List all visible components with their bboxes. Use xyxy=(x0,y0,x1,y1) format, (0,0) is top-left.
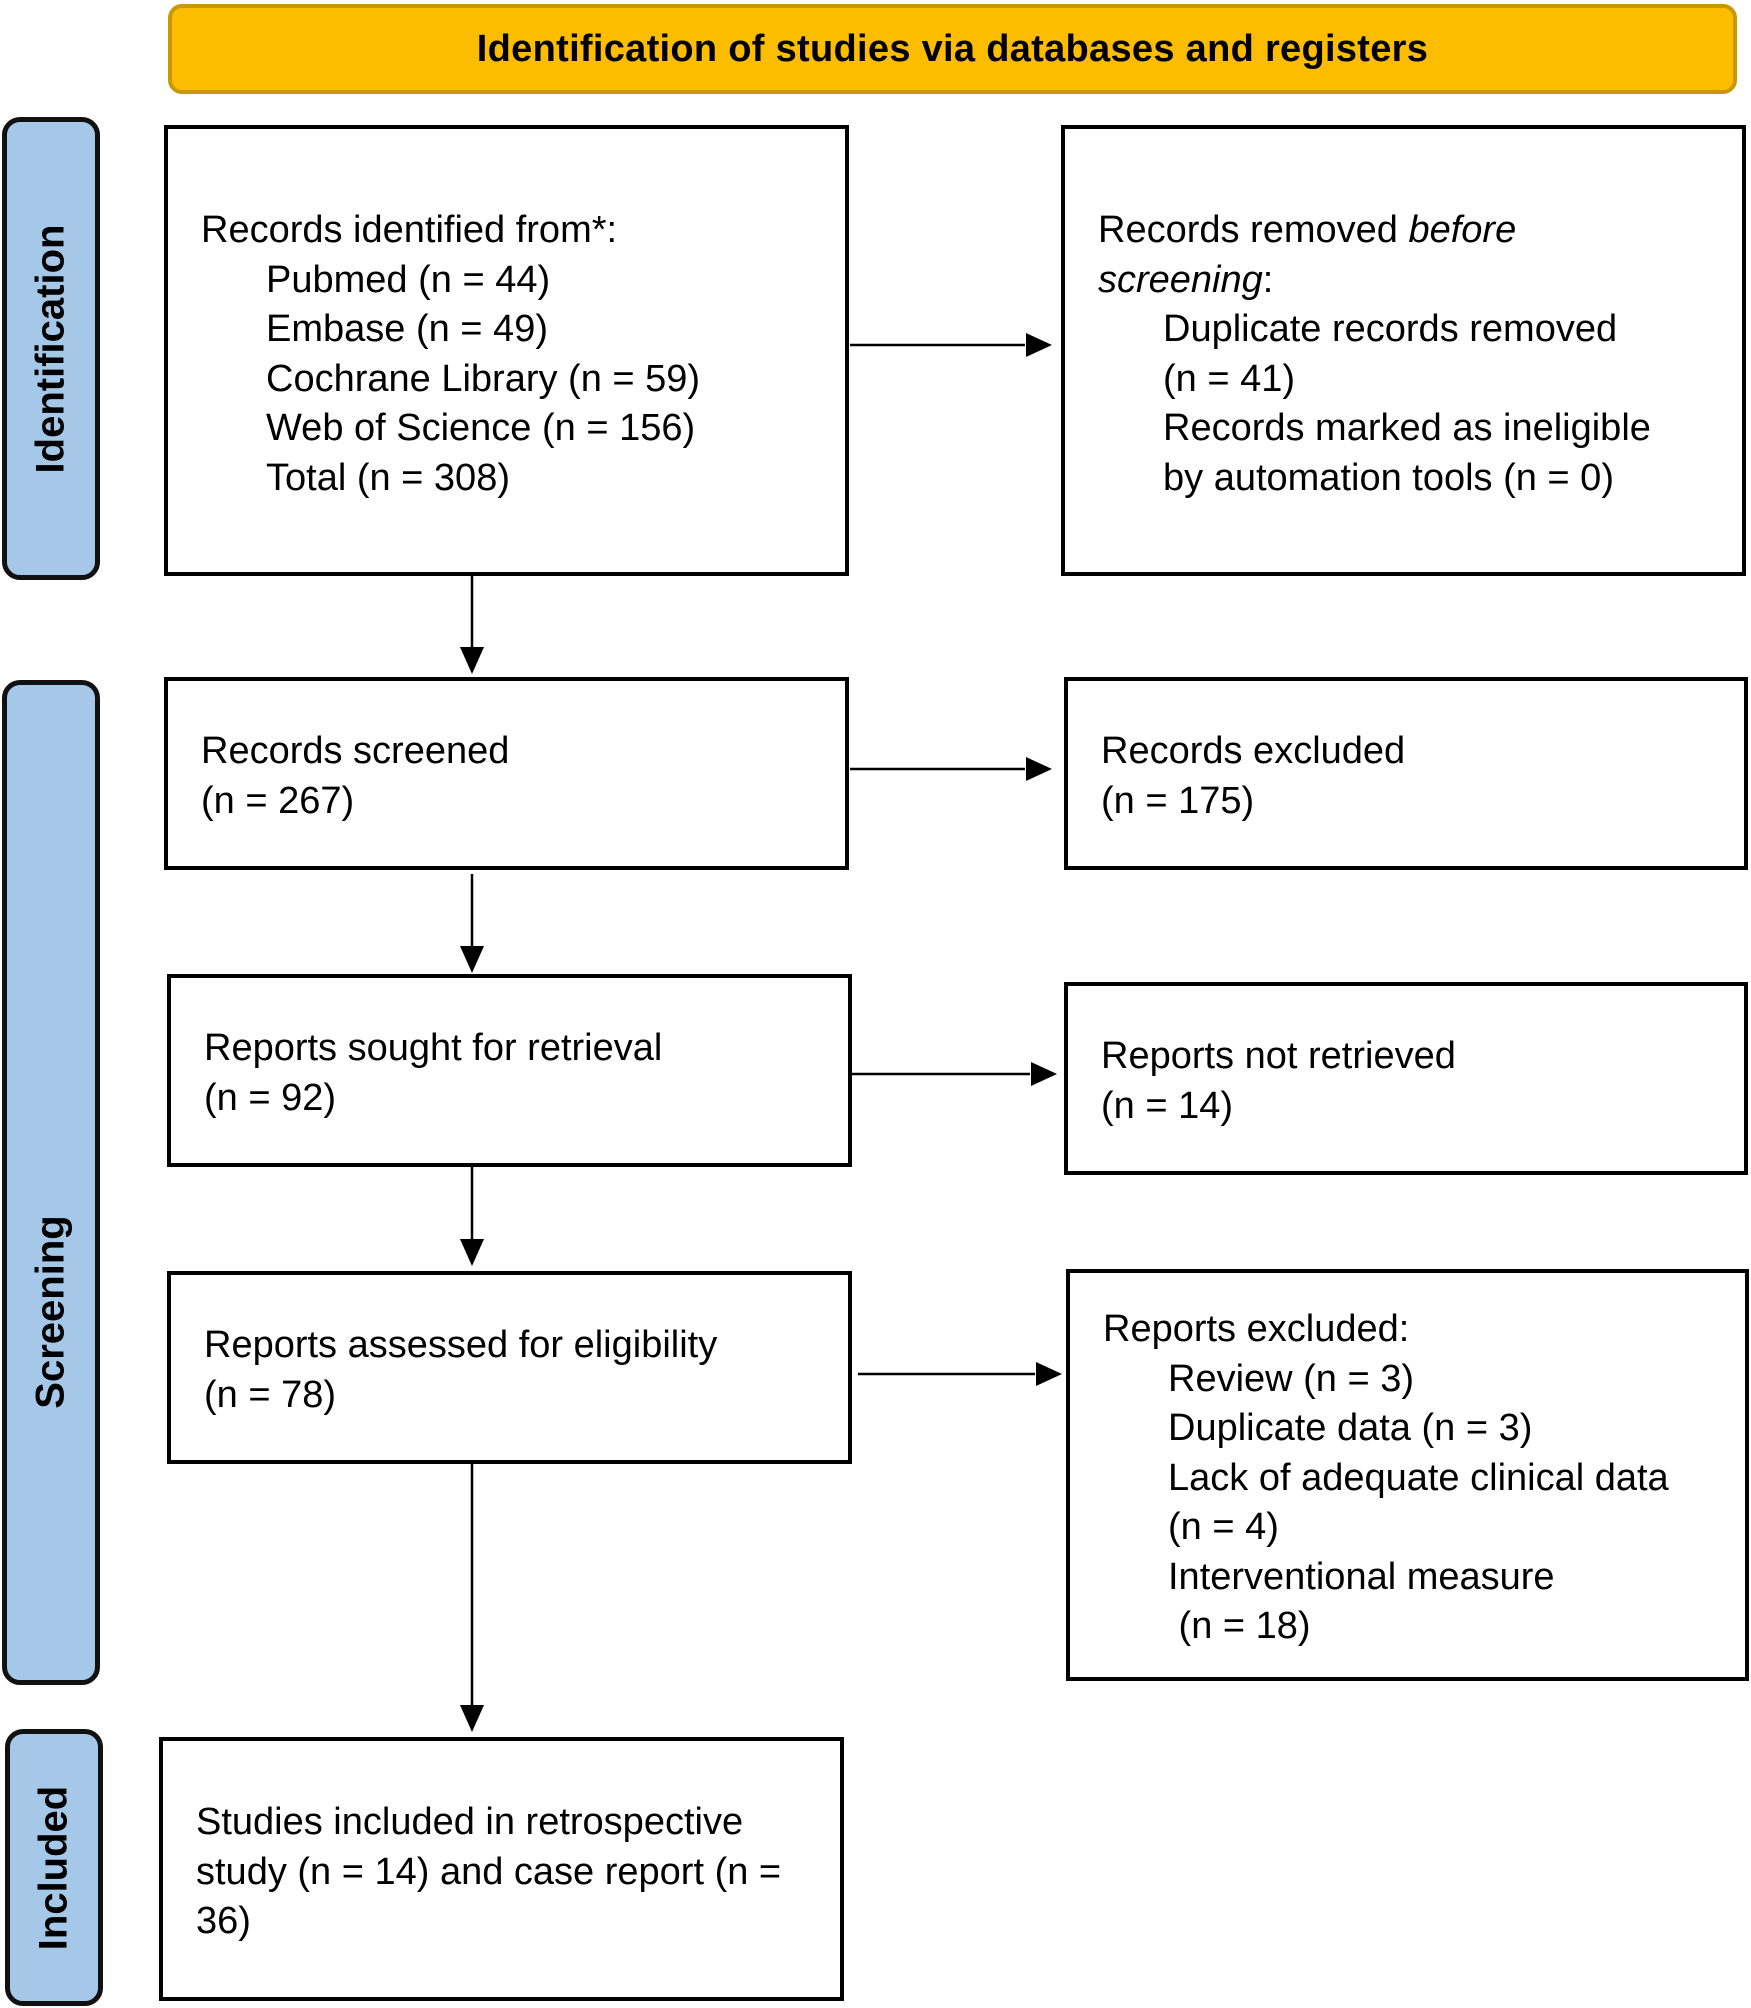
excluded-interventional-measure-count: (n = 18) xyxy=(1168,1605,1311,1647)
header-banner: Identification of studies via databases … xyxy=(168,4,1737,94)
reports-excluded-box: Reports excluded: Review (n = 3) Duplica… xyxy=(1066,1269,1749,1681)
source-total: Total (n = 308) xyxy=(266,456,510,499)
records-removed-box: Records removed before screening: Duplic… xyxy=(1061,125,1746,576)
excluded-lack-clinical-data: Lack of adequate clinical data xyxy=(1168,1456,1669,1499)
source-cochrane: Cochrane Library (n = 59) xyxy=(266,357,701,400)
arrowhead-assessed-to-included xyxy=(460,1705,484,1732)
records-removed-heading-2: screening: xyxy=(1098,256,1742,306)
excluded-duplicate-data: Duplicate data (n = 3) xyxy=(1168,1407,1533,1449)
arrowhead-sought-to-assessed xyxy=(460,1239,484,1266)
source-embase: Embase (n = 49) xyxy=(266,308,548,350)
reports-not-retrieved-label: Reports not retrieved xyxy=(1101,1035,1456,1077)
reports-assessed-box: Reports assessed for eligibility (n = 78… xyxy=(167,1271,852,1464)
arrowhead-screened-to-sought xyxy=(460,946,484,973)
records-screened-count: (n = 267) xyxy=(201,779,355,822)
arrowhead-screened-to-excluded xyxy=(1026,757,1052,781)
duplicates-removed-label: Duplicate records removed xyxy=(1163,308,1618,350)
reports-not-retrieved-box: Reports not retrieved (n = 14) xyxy=(1064,982,1748,1175)
duplicates-removed-count: (n = 41) xyxy=(1163,357,1296,400)
arrowhead-identified-to-screened xyxy=(460,647,484,674)
phase-screening: Screening xyxy=(2,680,100,1685)
excluded-interventional-measure: Interventional measure xyxy=(1168,1555,1555,1598)
records-screened-label: Records screened xyxy=(201,730,510,772)
ineligible-count: by automation tools (n = 0) xyxy=(1163,456,1614,499)
records-screened-box: Records screened (n = 267) xyxy=(164,677,849,870)
arrowhead-identified-to-removed xyxy=(1026,333,1052,357)
records-removed-heading-em2: screening xyxy=(1098,258,1263,301)
records-excluded-label: Records excluded xyxy=(1101,730,1406,772)
phase-included: Included xyxy=(5,1729,103,2006)
excluded-review: Review (n = 3) xyxy=(1168,1357,1415,1400)
records-identified-heading: Records identified from*: xyxy=(201,209,618,251)
records-removed-heading-1: Records removed before xyxy=(1098,206,1742,256)
reports-sought-label: Reports sought for retrieval xyxy=(204,1027,663,1069)
reports-excluded-heading: Reports excluded: xyxy=(1103,1308,1410,1350)
records-removed-heading-pre: Records removed xyxy=(1098,209,1409,251)
ineligible-label: Records marked as ineligible xyxy=(1163,407,1651,449)
source-pubmed: Pubmed (n = 44) xyxy=(266,258,551,301)
reports-sought-count: (n = 92) xyxy=(204,1076,337,1119)
records-removed-heading-post: : xyxy=(1262,258,1274,301)
reports-sought-box: Reports sought for retrieval (n = 92) xyxy=(167,974,852,1167)
arrowhead-sought-to-not-retrieved xyxy=(1031,1062,1057,1086)
reports-not-retrieved-count: (n = 14) xyxy=(1101,1084,1234,1127)
records-removed-heading-em1: before xyxy=(1408,209,1517,251)
studies-included-box: Studies included in retrospective study … xyxy=(159,1737,844,2001)
records-excluded-box: Records excluded (n = 175) xyxy=(1064,677,1748,870)
studies-included-text: Studies included in retrospective study … xyxy=(196,1801,782,1942)
arrowhead-assessed-to-excluded xyxy=(1036,1362,1062,1386)
excluded-lack-clinical-data-count: (n = 4) xyxy=(1168,1506,1279,1548)
header-title: Identification of studies via databases … xyxy=(476,27,1429,70)
reports-assessed-count: (n = 78) xyxy=(204,1373,337,1416)
phase-identification: Identification xyxy=(2,117,100,580)
source-web-of-science: Web of Science (n = 156) xyxy=(266,407,696,449)
reports-assessed-label: Reports assessed for eligibility xyxy=(204,1324,718,1366)
records-identified-box: Records identified from*: Pubmed (n = 44… xyxy=(164,125,849,576)
records-excluded-count: (n = 175) xyxy=(1101,779,1255,822)
